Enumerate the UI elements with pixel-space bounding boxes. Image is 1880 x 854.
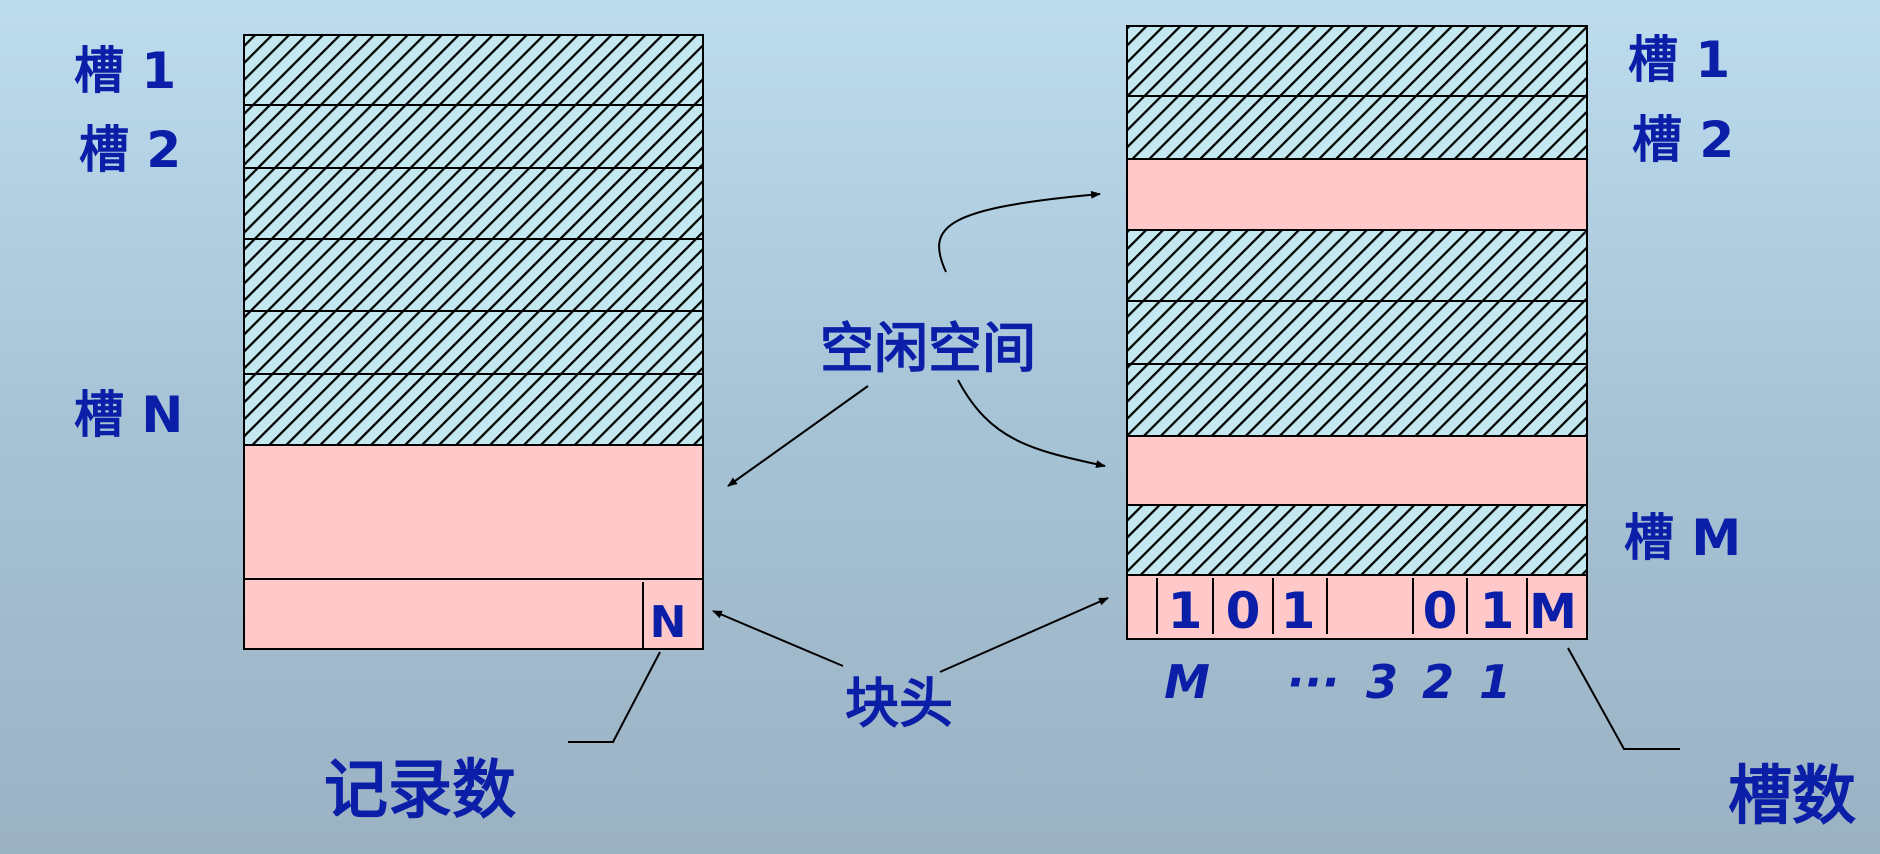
free-space-label: 空闲空间 bbox=[820, 317, 1036, 380]
axis-ellipsis: ··· bbox=[1287, 655, 1339, 709]
left-slot-1-label: 槽 1 bbox=[74, 42, 176, 100]
arrow-free-to-right-bottom bbox=[957, 379, 1106, 469]
arrow-header-to-right bbox=[939, 597, 1109, 673]
left-block-header bbox=[243, 578, 704, 650]
right-slot-2-label: 槽 2 bbox=[1632, 111, 1734, 169]
right-slot-m-label: 槽 M bbox=[1624, 509, 1741, 567]
arrow-free-to-right-top bbox=[938, 190, 1101, 273]
axis-label-m: M bbox=[1164, 655, 1210, 709]
slot-bitmap: 1 0 1 0 1 M bbox=[1168, 582, 1577, 640]
left-record-slot-4 bbox=[243, 238, 704, 312]
right-record-slot-1 bbox=[1126, 25, 1588, 97]
left-record-slot-5 bbox=[243, 310, 704, 375]
left-slot-2-label: 槽 2 bbox=[79, 121, 181, 179]
right-slot-1-label: 槽 1 bbox=[1628, 31, 1730, 89]
left-block: N 槽 1 槽 2 槽 N 记录数 bbox=[74, 34, 704, 828]
center-annotations: 空闲空间 块头 bbox=[712, 190, 1109, 735]
right-record-slot-m bbox=[1126, 504, 1588, 576]
bitmap-cell: 1 bbox=[1480, 582, 1515, 640]
right-block-header bbox=[1126, 574, 1588, 640]
bitmap-cell: 0 bbox=[1226, 582, 1261, 640]
left-header-count: N bbox=[650, 597, 687, 648]
left-record-slot-3 bbox=[243, 167, 704, 240]
right-free-slot-3 bbox=[1126, 158, 1588, 231]
right-record-slot-4 bbox=[1126, 229, 1588, 302]
arrow-header-to-left bbox=[712, 610, 844, 667]
arrow-free-to-left bbox=[727, 385, 869, 487]
right-block: 1 0 1 0 1 M M ··· 3 2 1 槽 1 槽 2 槽 M 槽数 bbox=[1126, 25, 1856, 834]
left-record-slot-2 bbox=[243, 104, 704, 169]
left-record-count-leader bbox=[568, 651, 661, 743]
right-slot-count-leader bbox=[1567, 647, 1680, 750]
bitmap-cell: 0 bbox=[1423, 582, 1458, 640]
left-slot-n-label: 槽 N bbox=[74, 386, 183, 444]
axis-label-2: 2 bbox=[1422, 655, 1454, 709]
left-free-space-region bbox=[243, 444, 704, 580]
left-record-slot-n bbox=[243, 373, 704, 446]
bitmap-cell: 1 bbox=[1281, 582, 1316, 640]
bitmap-cell: 1 bbox=[1168, 582, 1203, 640]
slot-count-label: 槽数 bbox=[1728, 760, 1856, 834]
right-free-slot-7 bbox=[1126, 435, 1588, 506]
axis-label-3: 3 bbox=[1366, 655, 1398, 709]
right-record-slot-5 bbox=[1126, 300, 1588, 365]
arrows bbox=[712, 190, 1109, 673]
right-header-dividers bbox=[1156, 578, 1528, 634]
right-record-slot-6 bbox=[1126, 363, 1588, 437]
slot-index-axis: M ··· 3 2 1 bbox=[1164, 655, 1511, 709]
axis-label-1: 1 bbox=[1479, 655, 1511, 709]
bitmap-cell: M bbox=[1529, 584, 1577, 640]
right-record-slot-2 bbox=[1126, 95, 1588, 160]
record-count-label: 记录数 bbox=[324, 754, 516, 828]
block-header-label: 块头 bbox=[845, 672, 953, 735]
left-record-slot-1 bbox=[243, 34, 704, 106]
